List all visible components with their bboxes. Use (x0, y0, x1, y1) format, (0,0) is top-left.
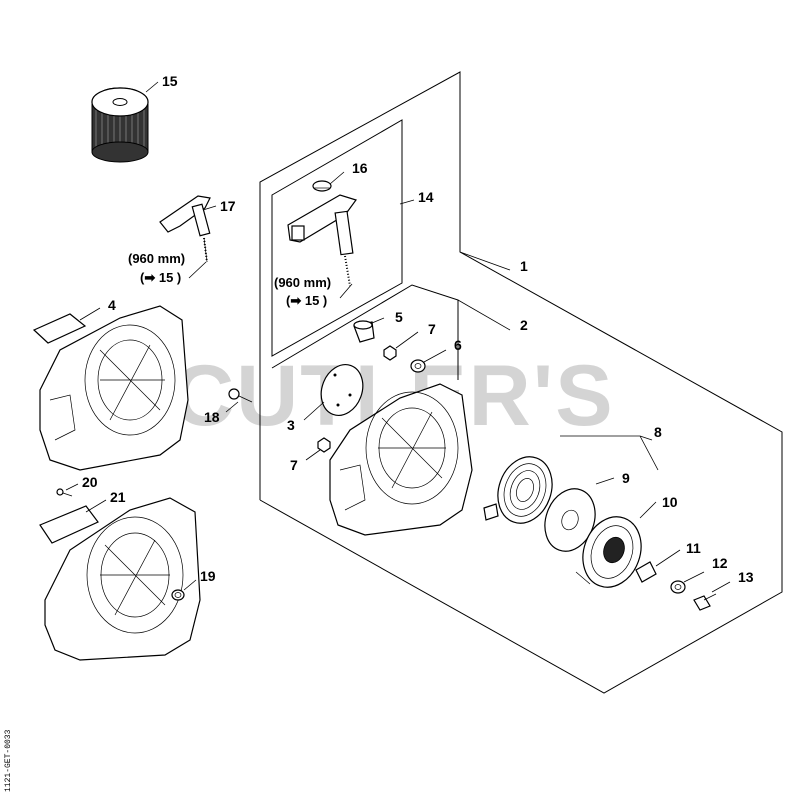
callout-11: 11 (686, 540, 701, 556)
rope-rotor-part-10[interactable] (573, 509, 650, 596)
assembly-frame-2 (271, 284, 459, 380)
callout-8: 8 (654, 424, 662, 440)
rope-spool-part-15[interactable] (91, 87, 149, 163)
handle-part-14[interactable] (287, 194, 357, 287)
spring-clip-part-13[interactable] (693, 593, 717, 611)
callout-20: 20 (82, 474, 98, 490)
leader-lines (65, 81, 731, 593)
label-part-4[interactable] (32, 313, 87, 344)
fan-housing-left[interactable] (39, 305, 189, 471)
label-part-21[interactable] (39, 505, 99, 544)
nut-part-7-upper[interactable] (383, 345, 397, 361)
nut-part-7-lower[interactable] (317, 437, 331, 453)
rope-length-inner: (960 mm) (274, 275, 331, 290)
rewind-spring-part-8[interactable] (483, 449, 561, 531)
rope-ref-inner: (➡ 15 ) (286, 293, 327, 308)
pawl-part-11[interactable] (635, 561, 657, 583)
callout-3: 3 (287, 417, 295, 433)
screw-part-18[interactable] (228, 388, 253, 403)
callout-5: 5 (395, 309, 403, 325)
document-code: 1121-GET-0033 (4, 729, 13, 792)
callout-9: 9 (622, 470, 630, 486)
rope-length-left: (960 mm) (128, 251, 185, 266)
callout-15: 15 (162, 73, 178, 89)
washer-part-6[interactable] (410, 359, 426, 373)
ring-part-19[interactable] (171, 589, 185, 601)
callout-17: 17 (220, 198, 236, 214)
callout-10: 10 (662, 494, 678, 510)
callout-7-lower: 7 (290, 457, 298, 473)
callout-19: 19 (200, 568, 216, 584)
callout-21: 21 (110, 489, 126, 505)
washer-part-12[interactable] (670, 580, 686, 594)
rope-ref-left: (➡ 15 ) (140, 270, 181, 285)
screw-part-20[interactable] (56, 488, 73, 497)
callout-4: 4 (108, 297, 116, 313)
assembly-frame-14 (271, 119, 403, 357)
fan-housing-part-2[interactable] (329, 383, 473, 536)
bushing-part-5[interactable] (353, 320, 375, 343)
callout-13: 13 (738, 569, 754, 585)
callout-1: 1 (520, 258, 528, 274)
assembly-frame-1 (259, 71, 783, 694)
spring-disc-part-9[interactable] (537, 482, 604, 559)
callout-14: 14 (418, 189, 434, 205)
handle-cap-part-16[interactable] (312, 180, 332, 192)
callout-18: 18 (204, 409, 220, 425)
callout-16: 16 (352, 160, 368, 176)
plate-part-3[interactable] (314, 359, 369, 422)
callout-7-upper: 7 (428, 321, 436, 337)
fan-housing-left-lower[interactable] (44, 497, 201, 661)
callout-12: 12 (712, 555, 728, 571)
start-handle-part-17[interactable] (159, 195, 211, 263)
callout-6: 6 (454, 337, 462, 353)
callout-2: 2 (520, 317, 528, 333)
